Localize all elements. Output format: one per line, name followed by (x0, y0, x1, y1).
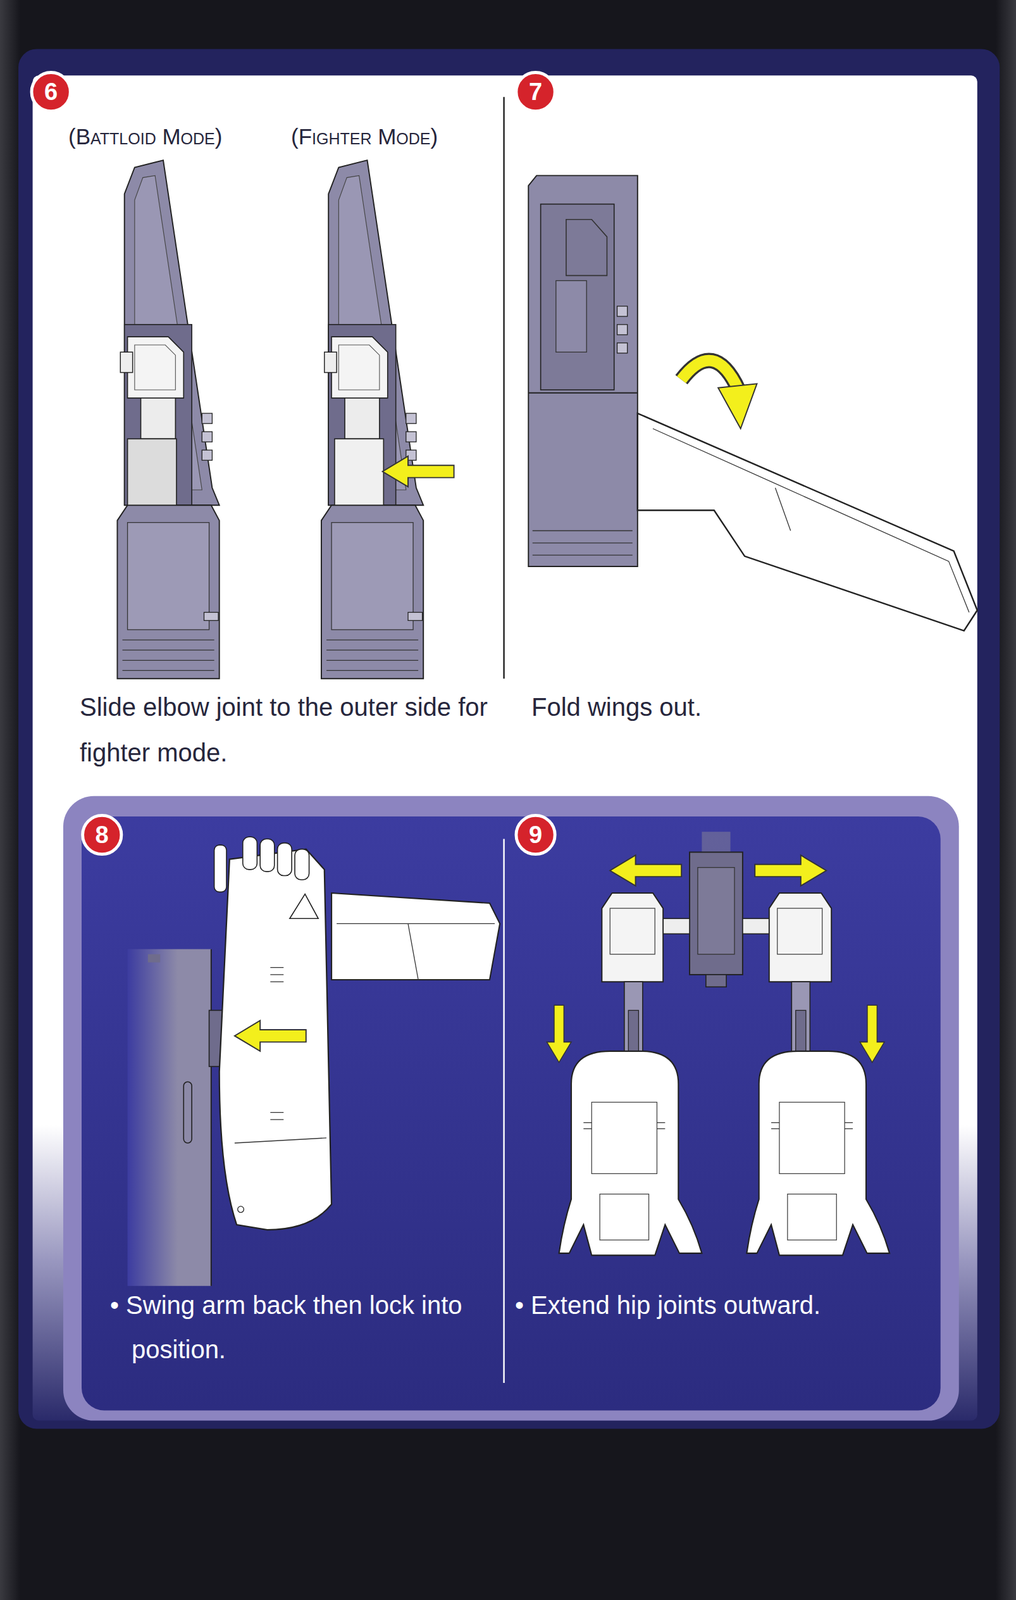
instruction-text: • Swing arm back then lock into position… (110, 1282, 485, 1371)
mode-heading: (Fighter Mode) (291, 123, 438, 150)
callout-number: 8 (82, 814, 122, 855)
callout-number: 7 (516, 72, 556, 112)
instruction-text: • Extend hip joints outward. (514, 1282, 933, 1327)
callout-number: 9 (516, 814, 556, 855)
instruction-text: Slide elbow joint to the outer side for … (79, 683, 491, 775)
instruction-text: Fold wings out. (531, 683, 937, 730)
mode-heading: (Battloid Mode) (68, 123, 223, 150)
callout-number: 6 (31, 72, 71, 112)
